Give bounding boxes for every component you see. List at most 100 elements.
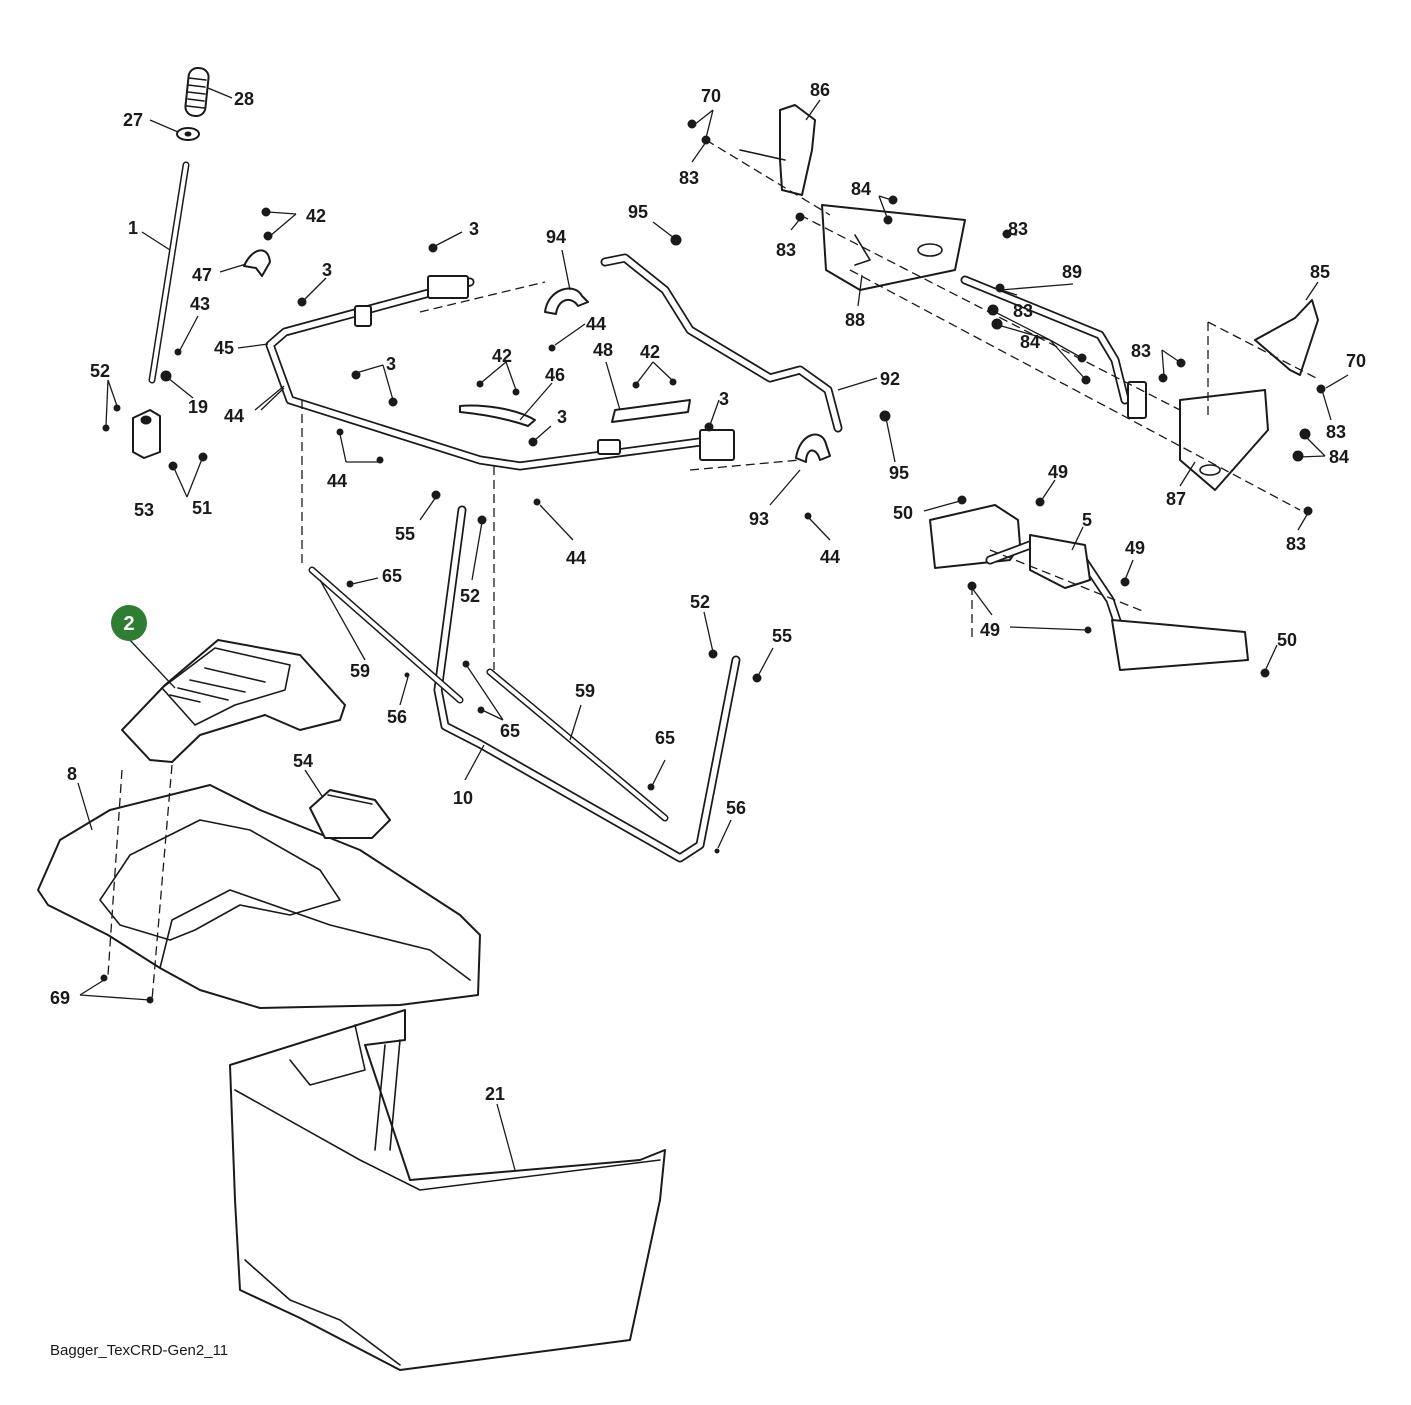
- diagram-caption: Bagger_TexCRD-Gen2_11: [50, 1342, 228, 1359]
- callout-27: 27: [123, 110, 143, 130]
- callout-83: 83: [1326, 422, 1346, 442]
- callout-86: 86: [810, 80, 830, 100]
- clip-47: [243, 249, 271, 277]
- frame-dash-lines: [301, 281, 801, 670]
- callout-55: 55: [772, 626, 792, 646]
- callout-87: 87: [1166, 489, 1186, 509]
- plate-46: [459, 404, 536, 427]
- callout-10: 10: [453, 788, 473, 808]
- bracket-85: [1254, 299, 1319, 376]
- handle-54: [309, 789, 391, 839]
- callout-28: 28: [234, 89, 254, 109]
- callout-44: 44: [224, 406, 244, 426]
- callout-8: 8: [67, 764, 77, 784]
- handle-rod: [148, 161, 190, 384]
- callout-83: 83: [1286, 534, 1306, 554]
- handle-grip: [184, 66, 210, 118]
- right-hardware: [687, 119, 1326, 678]
- callout-56: 56: [726, 798, 746, 818]
- callout-59: 59: [575, 681, 595, 701]
- callout-65: 65: [655, 728, 675, 748]
- callout-65: 65: [382, 566, 402, 586]
- bracket-86: [739, 104, 816, 196]
- callout-83: 83: [679, 168, 699, 188]
- brace-59-left: [308, 566, 464, 704]
- callout-42: 42: [640, 342, 660, 362]
- hitch-dash-lines: [705, 139, 1321, 640]
- callout-84: 84: [1329, 447, 1349, 467]
- small-hardware-left: [102, 207, 289, 471]
- callout-56: 56: [387, 707, 407, 727]
- highlight-badge-number: 2: [123, 613, 134, 635]
- brace-59-right: [486, 668, 669, 822]
- callout-49: 49: [1048, 462, 1068, 482]
- plate-87: [1179, 389, 1269, 491]
- washer: [176, 127, 200, 141]
- callout-70: 70: [701, 86, 721, 106]
- callout-44: 44: [566, 548, 586, 568]
- callout-65: 65: [500, 721, 520, 741]
- cover-8: [37, 784, 481, 1009]
- callout-52: 52: [690, 592, 710, 612]
- callout-3: 3: [469, 219, 479, 239]
- callout-54: 54: [293, 751, 313, 771]
- callout-3: 3: [322, 260, 332, 280]
- callout-50: 50: [893, 503, 913, 523]
- tube-89: [960, 275, 1130, 405]
- plate-48: [611, 399, 691, 423]
- highlight-badge[interactable]: 2: [111, 605, 147, 641]
- callout-83: 83: [1008, 219, 1028, 239]
- cover-2: [121, 639, 346, 763]
- callout-19: 19: [188, 397, 208, 417]
- callout-42: 42: [492, 346, 512, 366]
- plate-88: [821, 204, 966, 291]
- handle-bracket: [132, 409, 161, 459]
- lower-frame-10: [433, 505, 741, 863]
- callout-59: 59: [350, 661, 370, 681]
- lower-dash-lines: [107, 764, 173, 1001]
- callout-50: 50: [1277, 630, 1297, 650]
- callout-69: 69: [50, 988, 70, 1008]
- callout-1: 1: [128, 218, 138, 238]
- callout-21: 21: [485, 1084, 505, 1104]
- callout-44: 44: [327, 471, 347, 491]
- callout-94: 94: [546, 227, 566, 247]
- leader-lines: [77, 87, 1349, 1171]
- small-block-1135: [1127, 381, 1147, 419]
- callout-55: 55: [395, 524, 415, 544]
- callout-labels: 28 27 1 42 47 43 45 52 19 44 53 51 3 3 3…: [50, 80, 1366, 1104]
- callout-44: 44: [586, 314, 606, 334]
- strap-94: [544, 287, 589, 315]
- callout-43: 43: [190, 294, 210, 314]
- callout-51: 51: [192, 498, 212, 518]
- callout-49: 49: [1125, 538, 1145, 558]
- callout-95: 95: [628, 202, 648, 222]
- bag-frame-rear: [600, 253, 843, 433]
- callout-92: 92: [880, 369, 900, 389]
- callout-83: 83: [1013, 301, 1033, 321]
- callout-45: 45: [214, 338, 234, 358]
- callout-3: 3: [719, 389, 729, 409]
- callout-70: 70: [1346, 351, 1366, 371]
- callout-3: 3: [386, 354, 396, 374]
- callout-83: 83: [1131, 341, 1151, 361]
- callout-44: 44: [820, 547, 840, 567]
- strap-93: [795, 433, 831, 463]
- callout-88: 88: [845, 310, 865, 330]
- callout-52: 52: [460, 586, 480, 606]
- callout-95: 95: [889, 463, 909, 483]
- callout-93: 93: [749, 509, 769, 529]
- callout-84: 84: [1020, 332, 1040, 352]
- callout-48: 48: [593, 340, 613, 360]
- bag-21: [229, 1009, 666, 1371]
- callout-85: 85: [1310, 262, 1330, 282]
- callout-49: 49: [980, 620, 1000, 640]
- callout-53: 53: [134, 500, 154, 520]
- callout-5: 5: [1082, 510, 1092, 530]
- bag-frame-upper: [265, 275, 735, 471]
- callout-46: 46: [545, 365, 565, 385]
- callout-84: 84: [851, 179, 871, 199]
- latch-assembly-5: [929, 504, 1249, 671]
- callout-3: 3: [557, 407, 567, 427]
